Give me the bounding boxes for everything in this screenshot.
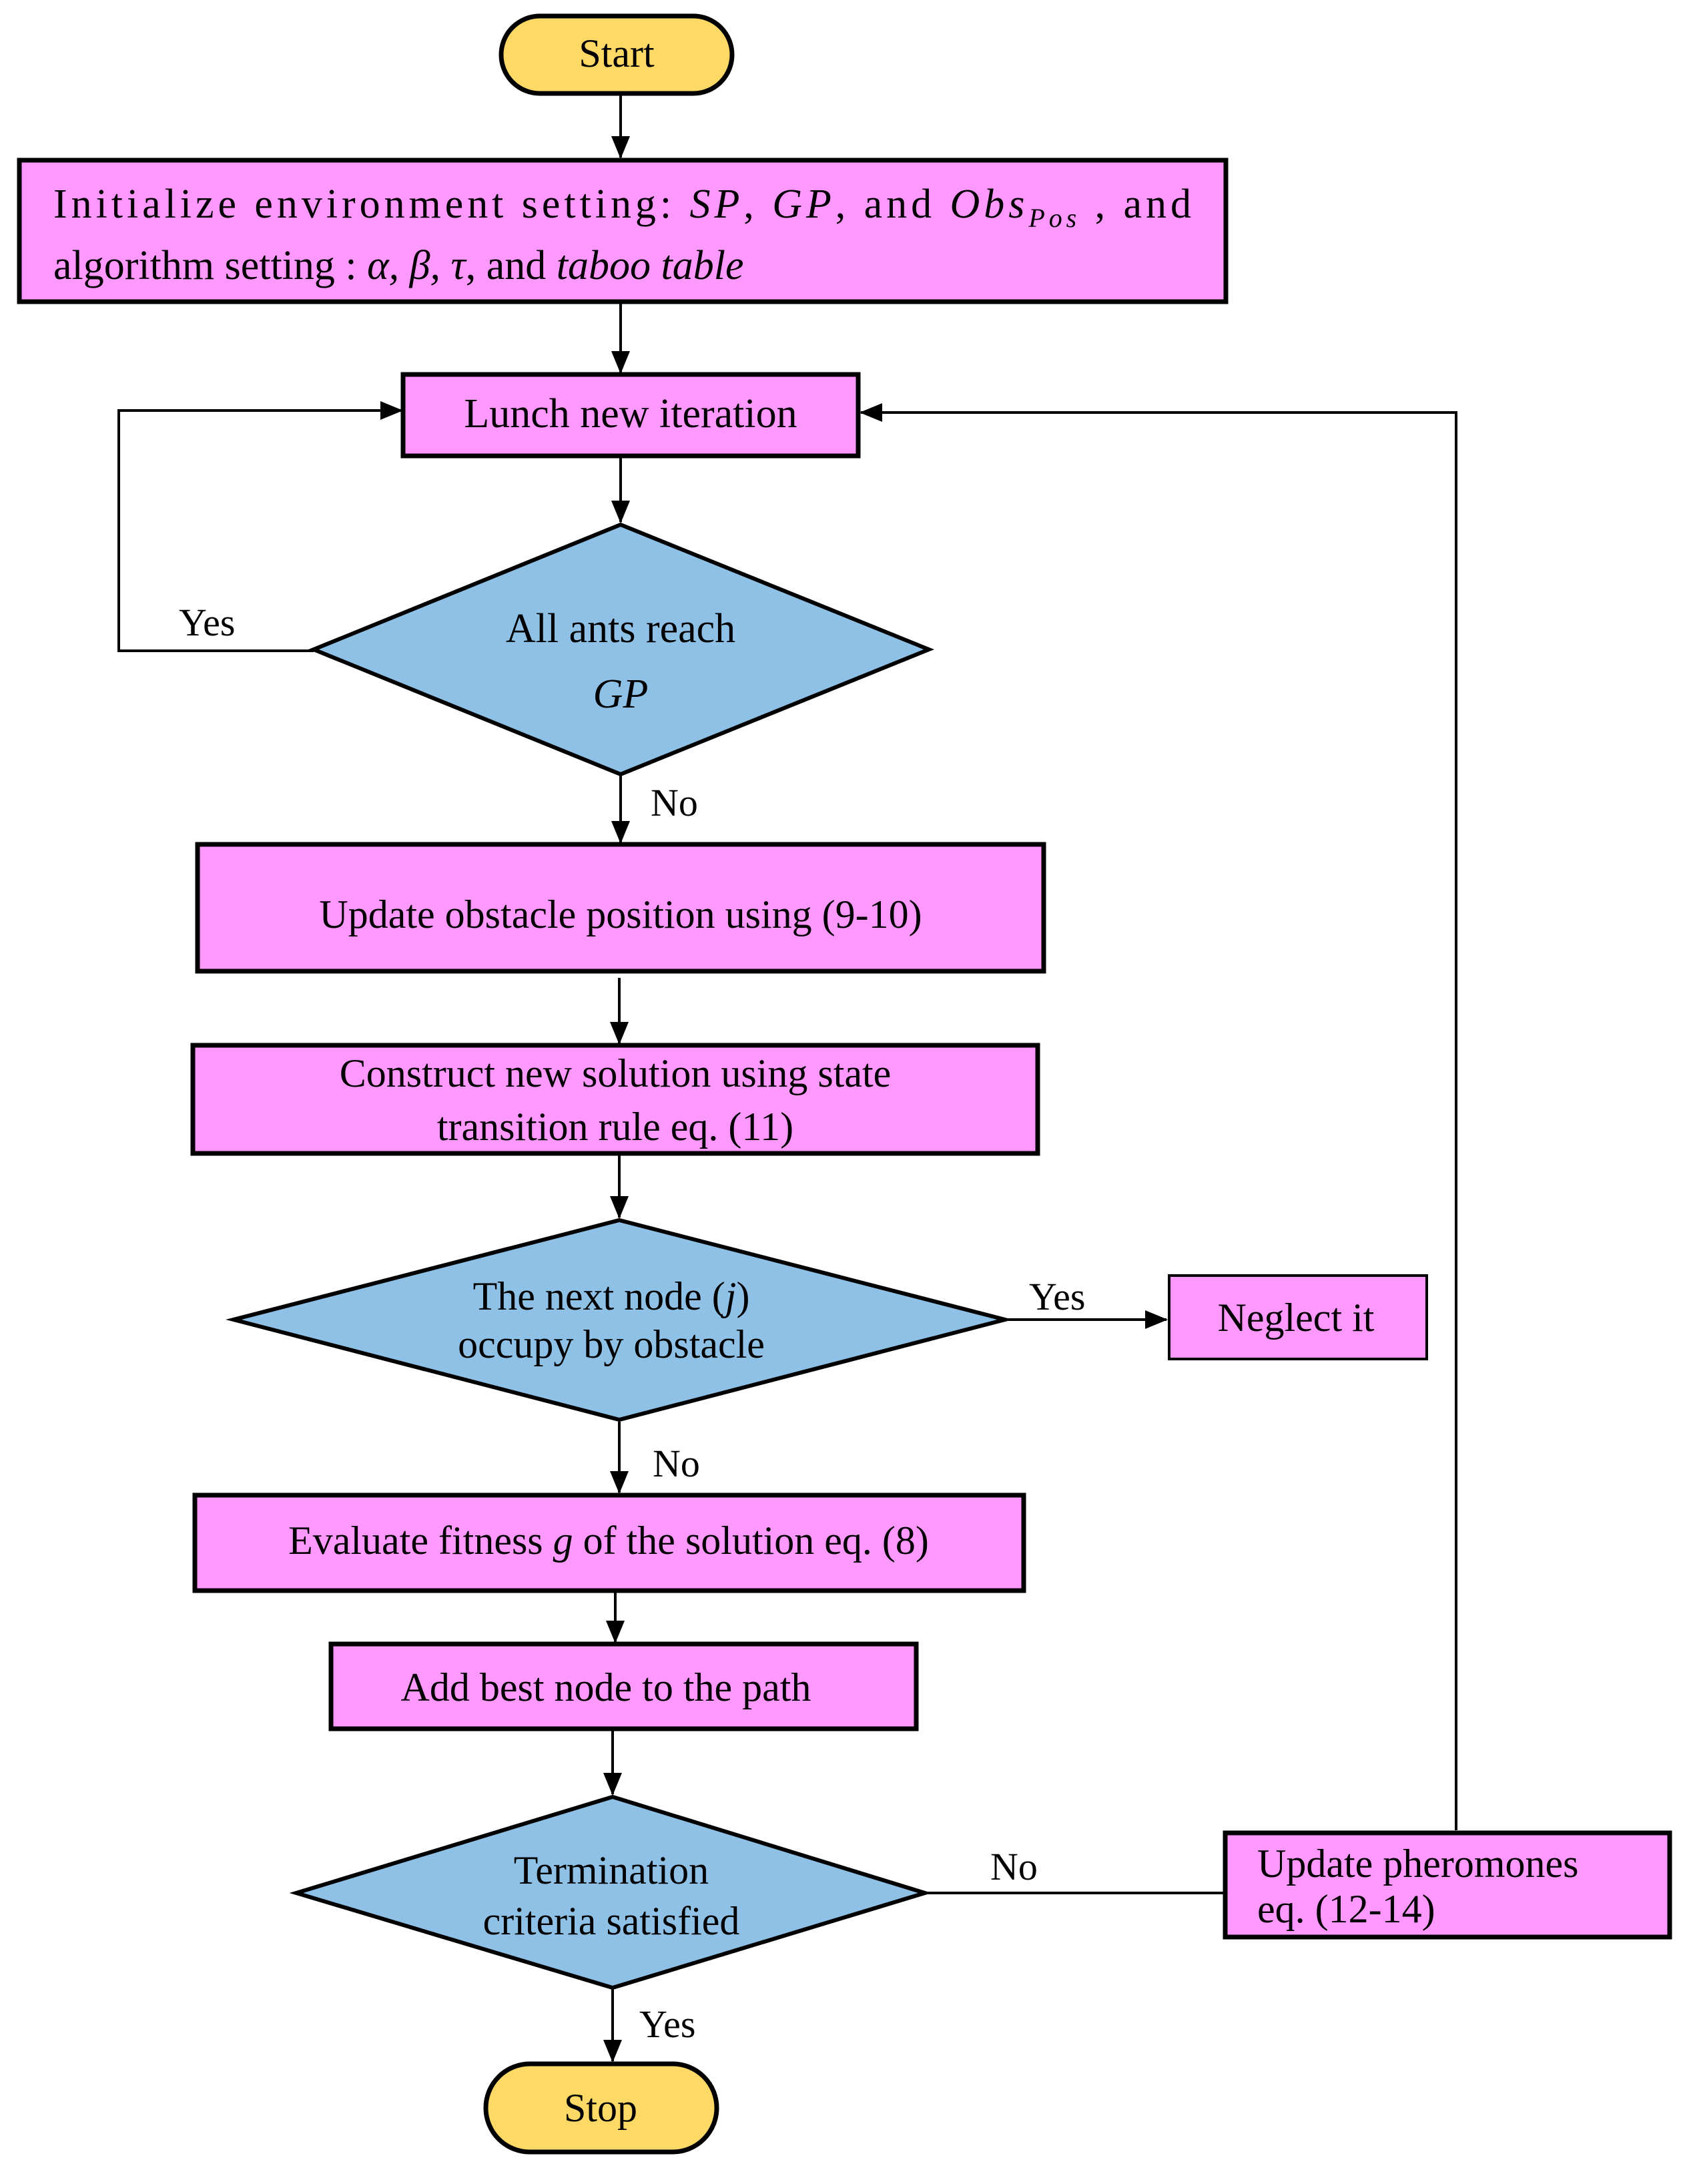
start-terminal: Start <box>498 13 735 96</box>
evaluate-label: Evaluate fitness g of the solution eq. (… <box>288 1519 929 1563</box>
next-node-decision: The next node (j) occupy by obstacle <box>226 1217 1013 1422</box>
neglect-box: Neglect it <box>1168 1274 1428 1360</box>
node-yes-label: Yes <box>1029 1275 1085 1318</box>
pheromone-line2: eq. (12-14) <box>1257 1887 1435 1931</box>
add-best-label: Add best node to the path <box>401 1665 811 1709</box>
pheromone-line1: Update pheromones <box>1257 1842 1579 1886</box>
connectors <box>117 93 1457 2063</box>
next-node-line1: The next node (j) <box>473 1274 750 1318</box>
update-obstacle-label: Update obstacle position using (9-10) <box>319 892 922 936</box>
ants-no-label: No <box>651 781 698 824</box>
evaluate-fitness-box: Evaluate fitness g of the solution eq. (… <box>192 1492 1026 1593</box>
loop-ants-yes-to-launch <box>117 401 403 652</box>
ants-yes-label: Yes <box>179 601 235 644</box>
update-obstacle-box: Update obstacle position using (9-10) <box>195 842 1046 974</box>
next-node-line2: occupy by obstacle <box>458 1322 765 1366</box>
termination-line2: criteria satisfied <box>483 1899 740 1943</box>
node-no-label: No <box>653 1442 700 1485</box>
ants-line1: All ants reach <box>506 606 735 651</box>
update-pheromones-box: Update pheromones eq. (12-14) <box>1223 1830 1672 1940</box>
add-best-node-box: Add best node to the path <box>328 1641 919 1731</box>
ants-reach-decision: All ants reach GP <box>308 522 934 777</box>
loop-pheromone-to-launch <box>860 403 1457 1830</box>
ants-line2: GP <box>593 671 649 717</box>
neglect-label: Neglect it <box>1218 1296 1375 1340</box>
launch-label: Lunch new iteration <box>464 391 797 437</box>
stop-label: Stop <box>564 2086 637 2130</box>
initialize-line2: algorithm setting : α, β, τ, and taboo t… <box>53 243 743 288</box>
termination-decision: Termination criteria satisfied <box>289 1794 932 1990</box>
launch-iteration-box: Lunch new iteration <box>400 372 861 459</box>
construct-line2: transition rule eq. (11) <box>437 1105 793 1149</box>
initialize-box: Initialize environment setting: SP, GP, … <box>17 158 1229 304</box>
construct-solution-box: Construct new solution using state trans… <box>190 1043 1040 1156</box>
stop-terminal: Stop <box>483 2061 719 2155</box>
start-label: Start <box>579 31 655 75</box>
initialize-line1: Initialize environment setting: SP, GP, … <box>53 182 1191 233</box>
term-yes-label: Yes <box>639 2002 695 2046</box>
term-no-label: No <box>990 1845 1038 1888</box>
termination-line1: Termination <box>514 1848 709 1892</box>
construct-line1: Construct new solution using state <box>340 1051 892 1095</box>
